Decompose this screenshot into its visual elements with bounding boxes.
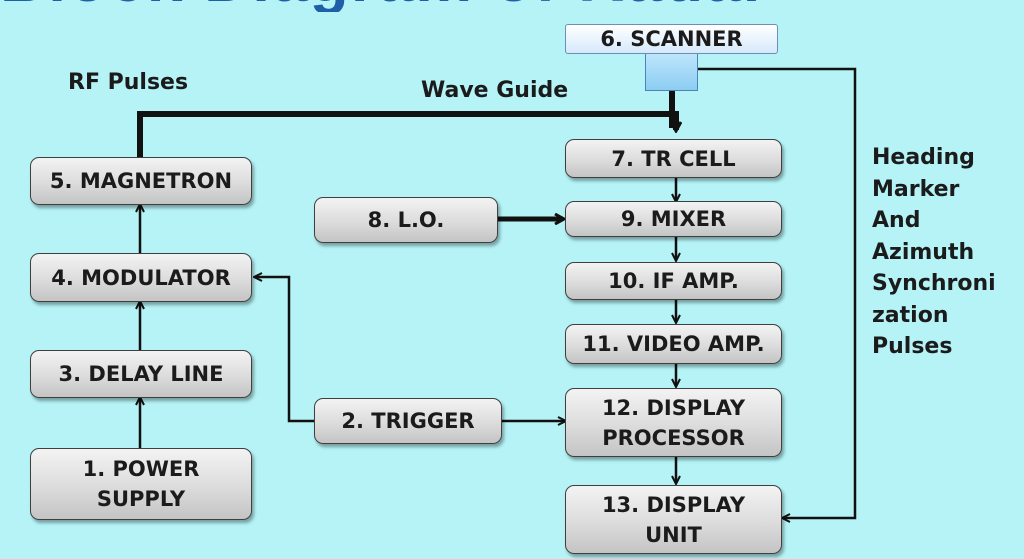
block-delay-line: 3. DELAY LINE xyxy=(30,350,252,398)
sync-pulses-note: Heading Marker And Azimuth Synchroni zat… xyxy=(872,142,996,363)
block-if-amp: 10. IF AMP. xyxy=(565,262,782,300)
display-unit-line1: 13. DISPLAY xyxy=(601,492,746,517)
block-video-amp: 11. VIDEO AMP. xyxy=(565,324,782,364)
block-magnetron: 5. MAGNETRON xyxy=(30,157,252,205)
rf-waveguide-line xyxy=(137,111,676,157)
side-note-line: Heading xyxy=(872,145,975,170)
block-modulator: 4. MODULATOR xyxy=(30,253,252,302)
side-note-line: And xyxy=(872,208,921,233)
power-supply-line2: SUPPLY xyxy=(96,487,186,511)
rf-pulses-label: RF Pulses xyxy=(68,70,189,95)
side-note-line: Pulses xyxy=(872,334,953,359)
scanner-body xyxy=(645,53,698,91)
title-fragment: Block Diagram of Radar xyxy=(0,0,1024,12)
block-display-unit: 13. DISPLAY UNIT xyxy=(565,485,782,554)
side-note-line: Azimuth xyxy=(872,239,975,265)
block-display-processor: 12. DISPLAY PROCESSOR xyxy=(565,388,782,457)
display-processor-line1: 12. DISPLAY xyxy=(601,395,746,420)
block-lo: 8. L.O. xyxy=(314,197,498,243)
power-supply-line1: 1. POWER xyxy=(82,457,200,481)
display-unit-line2: UNIT xyxy=(645,522,702,547)
block-tr-cell: 7. TR CELL xyxy=(565,139,782,178)
scanner-sync-line xyxy=(698,67,857,518)
block-mixer: 9. MIXER xyxy=(565,201,782,237)
side-note-line: zation xyxy=(872,302,949,328)
trigger-to-modulator-arrow xyxy=(255,277,314,423)
block-trigger: 2. TRIGGER xyxy=(314,398,502,444)
display-processor-line2: PROCESSOR xyxy=(602,425,745,450)
side-note-line: Marker xyxy=(872,176,960,202)
side-note-line: Synchroni xyxy=(872,271,996,296)
block-scanner: 6. SCANNER xyxy=(565,24,778,54)
wave-guide-label: Wave Guide xyxy=(421,78,569,103)
block-power-supply: 1. POWER SUPPLY xyxy=(30,448,252,520)
